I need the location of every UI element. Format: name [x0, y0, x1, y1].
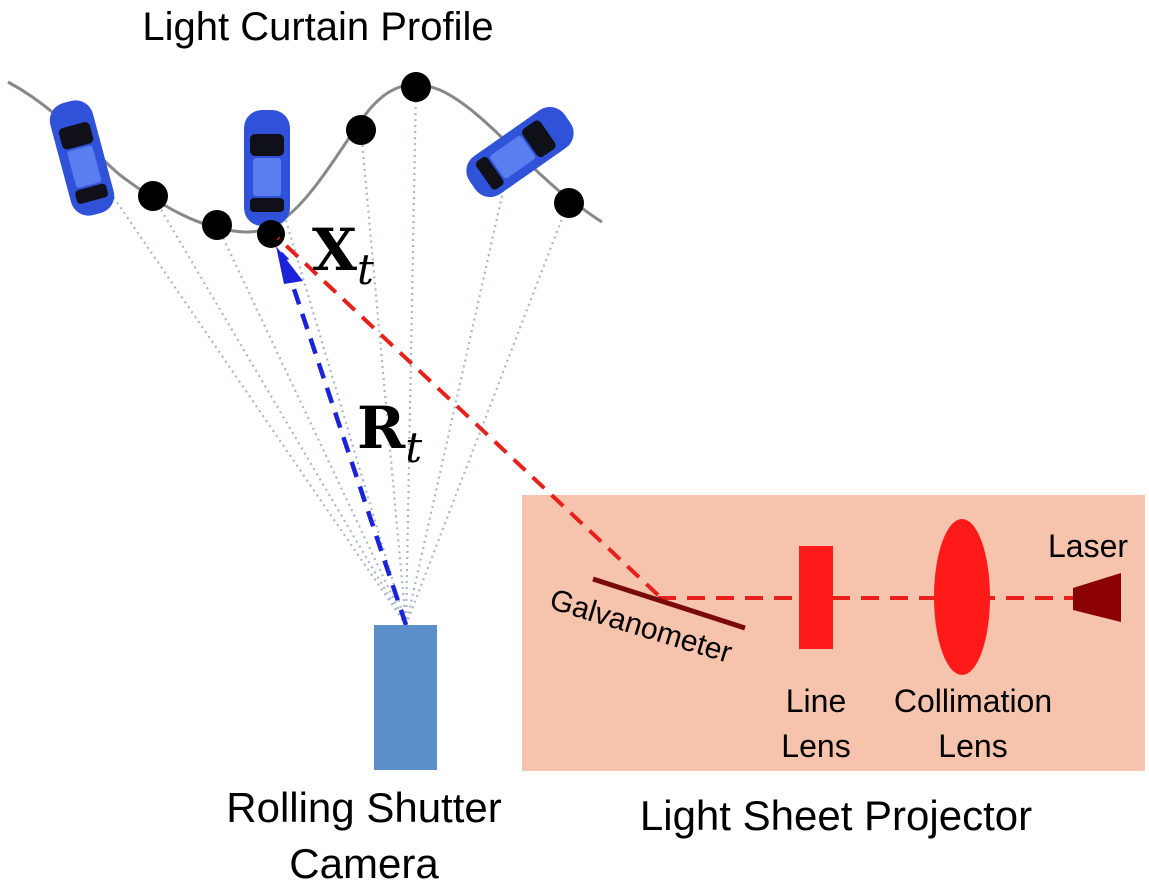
light-curtain-curve	[7, 80, 603, 234]
camera-body	[374, 625, 437, 770]
camera-rays	[87, 86, 570, 626]
title: Light Curtain Profile	[142, 5, 493, 49]
car-right	[466, 106, 574, 198]
laser-icon	[1073, 573, 1121, 622]
camera-ray	[87, 159, 407, 626]
curtain-point	[401, 72, 431, 102]
camera-ray-rt	[279, 251, 409, 626]
collimation-lens-label-2: Lens	[938, 728, 1007, 764]
camera-ray	[359, 129, 408, 626]
camera-ray	[152, 195, 407, 626]
camera-ray	[216, 224, 407, 626]
x-t-symbol: Xt	[312, 216, 374, 294]
curtain-point	[138, 181, 168, 211]
laser-label: Laser	[1048, 528, 1128, 564]
camera-ray	[404, 86, 418, 626]
collimation-lens	[934, 519, 990, 675]
projector-box	[522, 495, 1145, 771]
projector-beam-to-point	[276, 236, 660, 597]
arrowhead-icon	[276, 246, 303, 284]
line-lens-label-2: Lens	[781, 728, 850, 764]
camera-ray	[404, 159, 512, 626]
projector-label: Light Sheet Projector	[640, 792, 1032, 839]
car-center	[244, 110, 290, 226]
collimation-lens-label-1: Collimation	[894, 683, 1052, 719]
camera-label-2: Camera	[289, 840, 439, 887]
camera-label-1: Rolling Shutter	[226, 784, 501, 831]
curtain-points	[138, 72, 584, 248]
curtain-point	[554, 188, 584, 218]
curtain-point	[346, 115, 376, 145]
r-t-symbol: Rt	[357, 394, 422, 472]
car-left	[49, 100, 115, 216]
line-lens	[799, 546, 833, 649]
curtain-point	[257, 220, 285, 248]
galvanometer-mirror	[592, 576, 746, 631]
curtain-point	[202, 210, 232, 240]
line-lens-label-1: Line	[786, 683, 847, 719]
